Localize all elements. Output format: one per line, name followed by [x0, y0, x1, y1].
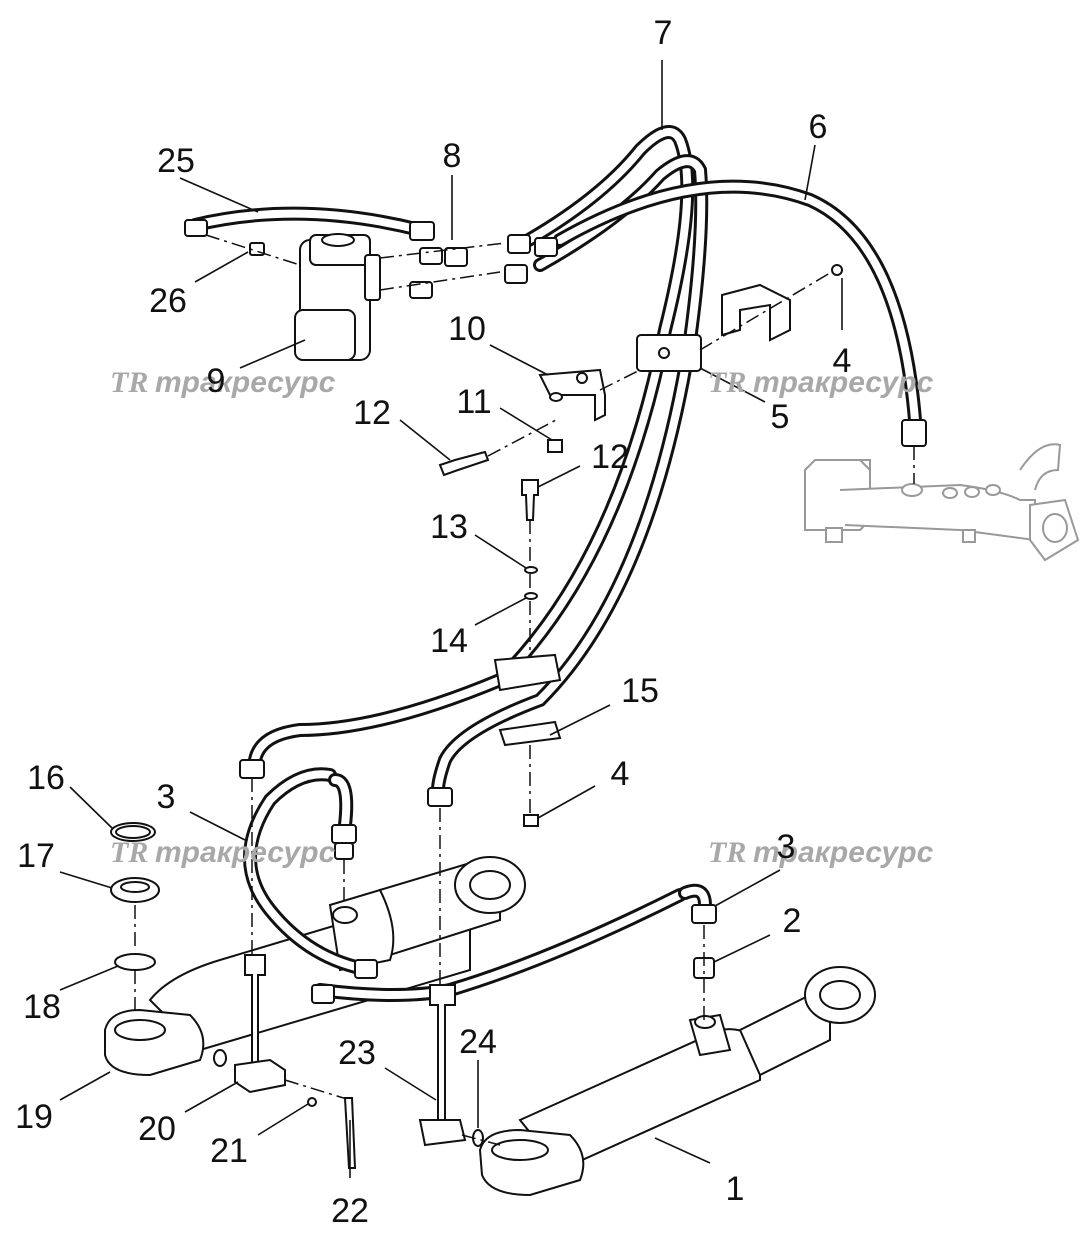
callout-4: 4 — [833, 342, 852, 380]
callout-3: 3 — [157, 778, 176, 816]
tube-lines — [213, 778, 501, 1169]
watermark-logo: TR — [110, 366, 148, 399]
callout-12: 12 — [591, 438, 629, 476]
watermark-text: тракресурс — [155, 836, 336, 869]
watermark-text: тракресурс — [753, 836, 934, 869]
callout-15: 15 — [621, 672, 659, 710]
leader-lines — [59, 60, 843, 1178]
watermark-logo: TR — [708, 366, 746, 399]
callout-17: 17 — [17, 837, 55, 875]
watermark-logo: TR — [110, 836, 148, 869]
callout-20: 20 — [138, 1110, 176, 1148]
callout-9: 9 — [207, 362, 226, 400]
callout-4: 4 — [611, 755, 630, 793]
callout-19: 19 — [15, 1098, 53, 1136]
callout-11: 11 — [456, 383, 491, 421]
callout-12: 12 — [353, 394, 391, 432]
callout-23: 23 — [338, 1034, 376, 1072]
seals-16-17-18 — [110, 822, 160, 1015]
fittings-8 — [205, 234, 558, 299]
callout-10: 10 — [448, 310, 486, 348]
bracket-10 — [438, 368, 641, 477]
bolt-12-vertical — [521, 479, 539, 660]
callout-2: 2 — [783, 902, 802, 940]
callout-21: 21 — [210, 1132, 248, 1170]
callout-7: 7 — [654, 14, 673, 52]
watermark-bottom-left: TR тракресурс — [110, 836, 336, 869]
watermark-top-right: TR тракресурс — [708, 366, 934, 399]
callout-13: 13 — [430, 508, 468, 546]
callouts: 1 2 3 3 4 4 5 6 7 8 9 10 11 12 12 13 14 … — [15, 14, 851, 1230]
callout-18: 18 — [23, 988, 61, 1026]
axle-housing-ghost — [804, 443, 1080, 562]
cylinder-left — [104, 856, 526, 1077]
callout-14: 14 — [430, 622, 468, 660]
callout-5: 5 — [771, 398, 790, 436]
callout-16: 16 — [27, 759, 65, 797]
callout-3: 3 — [777, 828, 796, 866]
watermark-logo: TR — [708, 836, 746, 869]
watermark-bottom-right: TR тракресурс — [708, 836, 934, 869]
callout-22: 22 — [331, 1192, 369, 1230]
cylinder-1 — [478, 966, 876, 1197]
hose-assembly-7 — [239, 125, 709, 807]
hose-6 — [553, 179, 927, 484]
callout-8: 8 — [443, 137, 462, 175]
watermark-text: тракресурс — [155, 366, 336, 399]
callout-6: 6 — [809, 108, 828, 146]
steering-unit-9 — [294, 233, 381, 361]
callout-26: 26 — [149, 282, 187, 320]
watermark-top-left: TR тракресурс — [110, 366, 336, 399]
clamp-5 — [636, 264, 843, 372]
callout-25: 25 — [157, 142, 195, 180]
clamp-15 — [493, 653, 562, 827]
callout-24: 24 — [459, 1023, 497, 1061]
watermark-text: тракресурс — [753, 366, 934, 399]
callout-1: 1 — [726, 1170, 745, 1208]
hose-25 — [184, 206, 435, 241]
